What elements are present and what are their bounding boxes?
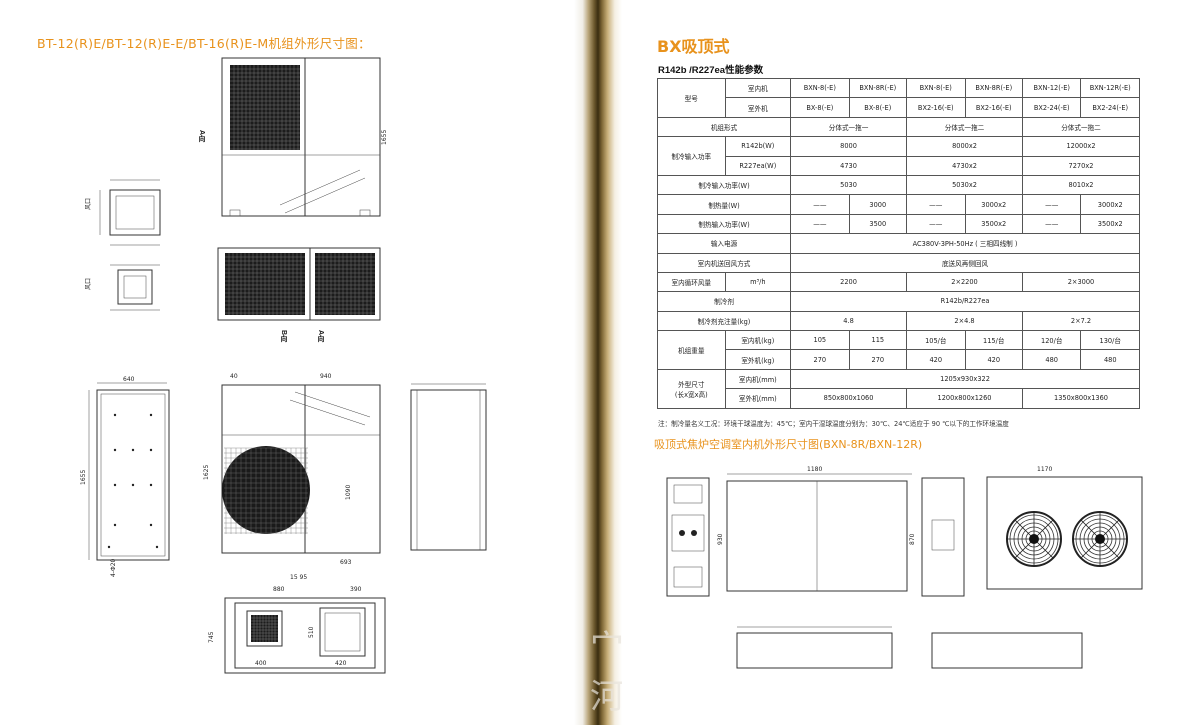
outdoor-unit-side-view: 1655 xyxy=(221,57,388,217)
table-row: 外型尺寸(长x宽x高) 室内机(mm) 1205x930x322 xyxy=(657,368,1140,409)
dim-1625: 1625 xyxy=(203,465,210,480)
arrow-a2-label: A向 xyxy=(317,330,324,343)
table-row: 制热输入功率(W) ——3500 ——3500x2 ——3500x2 xyxy=(656,213,1140,235)
indoor-unit-top-view: 1180 930 xyxy=(717,466,912,592)
table-row: 型号 室内机 BXN-8(-E)BXN-8R(-E) BXN-8(-E)BXN-… xyxy=(657,77,1140,118)
table-row: R227ea(W) 4730 4730x2 7270x2 xyxy=(658,155,1141,176)
indoor-unit-fan-view: 1170 xyxy=(986,466,1143,590)
table-row: 机组形式 分体式一拖一 分体式一拖二 分体式一拖二 xyxy=(656,116,1141,138)
arrow-b-label: B向 xyxy=(280,330,287,343)
outdoor-unit-top-view xyxy=(217,247,381,321)
table-row: 室外机 BX-8(-E)BX-8(-E) BX2-16(-E)BX2-16(-E… xyxy=(658,97,1140,118)
dim-1655-top: 1655 xyxy=(381,130,388,145)
base-plan-view: 640 1655 4-Φ20 xyxy=(80,376,170,577)
arrow-a-label: A向 xyxy=(198,130,205,143)
indoor-unit-side-view: 870 xyxy=(909,477,965,597)
svg-text:风口: 风口 xyxy=(85,198,92,210)
dim-390: 390 xyxy=(350,586,362,593)
indoor-unit-front-panel xyxy=(666,477,710,597)
indoor-unit-bottom-view xyxy=(736,626,1083,669)
dim-880: 880 xyxy=(273,586,285,593)
table-row: 制冷输入功率 R142b(W) 8000 8000x2 12000x2 xyxy=(657,136,1141,176)
spec-subtitle: R142b /R227ea性能参数 xyxy=(658,65,764,76)
dim-1180: 1180 xyxy=(807,466,822,473)
table-row: 制冷剂 R142b/R227ea xyxy=(656,291,1140,312)
table-row: 输入电源 AC380V-3PH-50Hz ( 三相四线制 ) xyxy=(656,233,1140,254)
dim-510: 510 xyxy=(308,626,315,638)
dim-745: 745 xyxy=(208,631,215,643)
dim-4-20: 4-Φ20 xyxy=(110,558,117,577)
dim-1090: 1090 xyxy=(345,485,352,500)
dim-693: 693 xyxy=(340,559,352,566)
dim-640: 640 xyxy=(123,376,135,383)
table-row: 室外机(mm) 850x800x1060 1200x800x1260 1350x… xyxy=(658,388,1141,409)
svg-text:风口: 风口 xyxy=(85,278,92,290)
dim-940: 940 xyxy=(320,373,332,380)
spine-watermark: 宀 河 xyxy=(590,628,624,717)
table-row: 室内循环风量 m³/h 2200 2×2200 2×3000 xyxy=(657,271,1141,293)
left-page-title: BT-12(R)E/BT-12(R)E-E/BT-16(R)E-M机组外形尺寸图… xyxy=(37,36,371,51)
table-row: 制热量(W) ——3000 ——3000x2 ——3000x2 xyxy=(656,194,1140,215)
dim-870: 870 xyxy=(909,533,916,545)
dim-1170: 1170 xyxy=(1037,466,1052,473)
dim-1655-bottom: 1655 xyxy=(80,470,87,485)
spec-note: 注：制冷量名义工况：环境干球温度为：45℃；室内干湿球温度分别为：30℃、24℃… xyxy=(658,420,1009,428)
left-page: BT-12(R)E/BT-12(R)E-E/BT-16(R)E-M机组外形尺寸图… xyxy=(0,0,574,725)
spec-table: 型号 室内机 BXN-8(-E)BXN-8R(-E) BXN-8(-E)BXN-… xyxy=(656,77,1141,409)
drawing-title: 吸顶式焦炉空调室内机外形尺寸图(BXN-8R/BXN-12R) xyxy=(654,438,923,451)
outdoor-unit-end-view xyxy=(410,383,487,551)
outdoor-unit-front-view: 40 940 1625 1090 693 xyxy=(203,373,381,566)
book-spine xyxy=(574,0,622,725)
dim-40: 40 xyxy=(230,373,238,380)
dim-400: 400 xyxy=(255,660,267,667)
table-row: 室内机送回风方式 底送风再侧回风 xyxy=(656,252,1140,273)
detail-drawing-a: 风口 风口 xyxy=(85,179,161,311)
table-row: 制冷输入功率(W) 5030 5030x2 8010x2 xyxy=(656,174,1141,196)
table-row: 制冷剂充注量(kg) 4.8 2×4.8 2×7.2 xyxy=(656,310,1141,332)
dim-930: 930 xyxy=(717,533,724,545)
bx-title: BX吸顶式 xyxy=(657,37,730,56)
dim-420: 420 xyxy=(335,660,347,667)
dim-1595: 15 95 xyxy=(290,574,307,581)
right-page: BX吸顶式 R142b /R227ea性能参数 型号 室内机 BXN-8(-E)… xyxy=(622,0,1186,725)
base-footprint-view: 15 95 880 390 745 510 400 420 xyxy=(208,574,386,674)
